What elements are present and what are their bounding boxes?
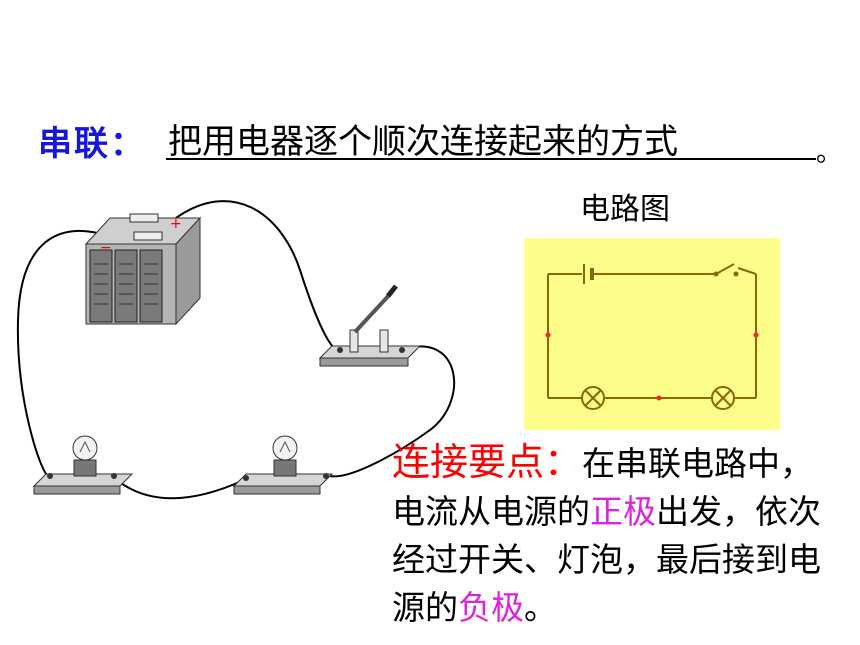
bulb-icon: [232, 435, 334, 495]
positive-terminal-text: 正极: [590, 492, 656, 531]
connection-points-heading: 连接要点：: [392, 440, 583, 484]
battery-plus-icon: +: [170, 216, 182, 232]
junction-dot: [656, 395, 662, 401]
switch-contact: [733, 271, 739, 277]
switch-icon: [318, 284, 422, 367]
series-label: 串联：: [38, 124, 146, 164]
connection-text-1: 在串联电路中，电流从电源的: [392, 444, 814, 531]
junction-dot: [545, 332, 551, 338]
bulb-icon: [32, 435, 134, 495]
definition-underline: [166, 158, 816, 160]
connection-text-2: 出发，依次经过开关、灯泡，最后接到电源的: [392, 492, 821, 627]
circuit-diagram-title: 电路图: [580, 192, 670, 227]
connection-points: 连接要点：在串联电路中，电流从电源的正极出发，依次经过开关、灯泡，最后接到电源的…: [392, 438, 838, 632]
battery-minus-icon: −: [100, 240, 112, 256]
lamp-symbol: [581, 386, 605, 410]
switch-lever: [715, 263, 735, 275]
circuit-diagram: [524, 238, 780, 430]
circuit-illustration: + −: [16, 200, 456, 500]
battery-icon: + −: [84, 213, 202, 326]
negative-terminal-text: 负极: [458, 588, 524, 627]
connection-text-3: 。: [524, 588, 557, 627]
definition-period: 。: [816, 138, 843, 168]
switch-contact: [713, 271, 719, 277]
battery-symbol: [583, 264, 594, 284]
wire: [16, 200, 456, 500]
junction-dot: [753, 332, 759, 338]
series-definition: 把用电器逐个顺次连接起来的方式: [168, 122, 678, 162]
lamp-symbol: [711, 386, 735, 410]
